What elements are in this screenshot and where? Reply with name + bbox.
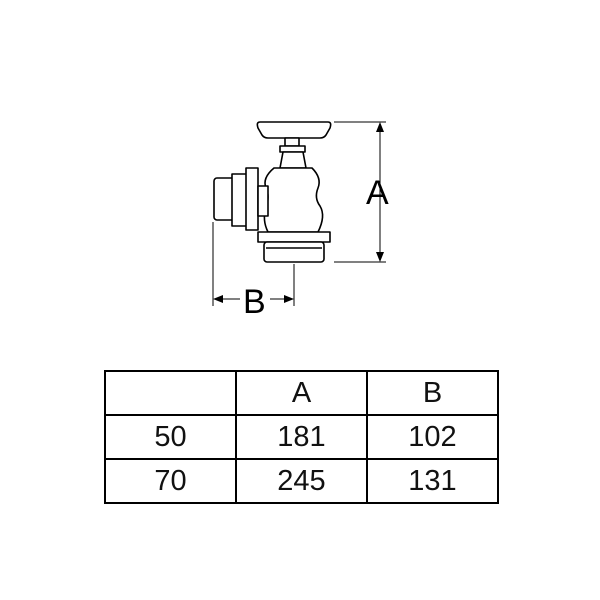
valve-dimension-drawing: A B — [212, 121, 389, 321]
side-inlet — [257, 185, 269, 217]
table-cell-a: 245 — [235, 458, 368, 504]
table-row: 70 245 131 — [104, 458, 499, 504]
valve-stem — [284, 137, 300, 147]
table-cell-a: 181 — [235, 414, 368, 460]
dimension-table: A B 50 181 102 70 245 131 — [104, 370, 499, 504]
side-coupling-ring — [245, 167, 259, 231]
dimension-arrows — [213, 122, 384, 303]
table-header-row: A B — [104, 370, 499, 416]
valve-bonnet — [279, 151, 307, 169]
stem-collar — [279, 145, 306, 153]
table-header-cell: B — [366, 370, 499, 416]
handwheel — [256, 121, 332, 139]
angle-valve-illustration — [213, 121, 332, 263]
table-cell-b: 131 — [366, 458, 499, 504]
table-cell-size: 50 — [104, 414, 237, 460]
dimension-a-label: A — [366, 174, 389, 212]
table-cell-size: 70 — [104, 458, 237, 504]
table-header-cell: A — [235, 370, 368, 416]
outlet-flange — [257, 231, 331, 243]
table-cell-b: 102 — [366, 414, 499, 460]
table-header-cell — [104, 370, 237, 416]
dimension-b-label: B — [243, 283, 266, 321]
outlet-adapter — [263, 241, 325, 263]
valve-body — [263, 167, 324, 233]
table-row: 50 181 102 — [104, 414, 499, 460]
